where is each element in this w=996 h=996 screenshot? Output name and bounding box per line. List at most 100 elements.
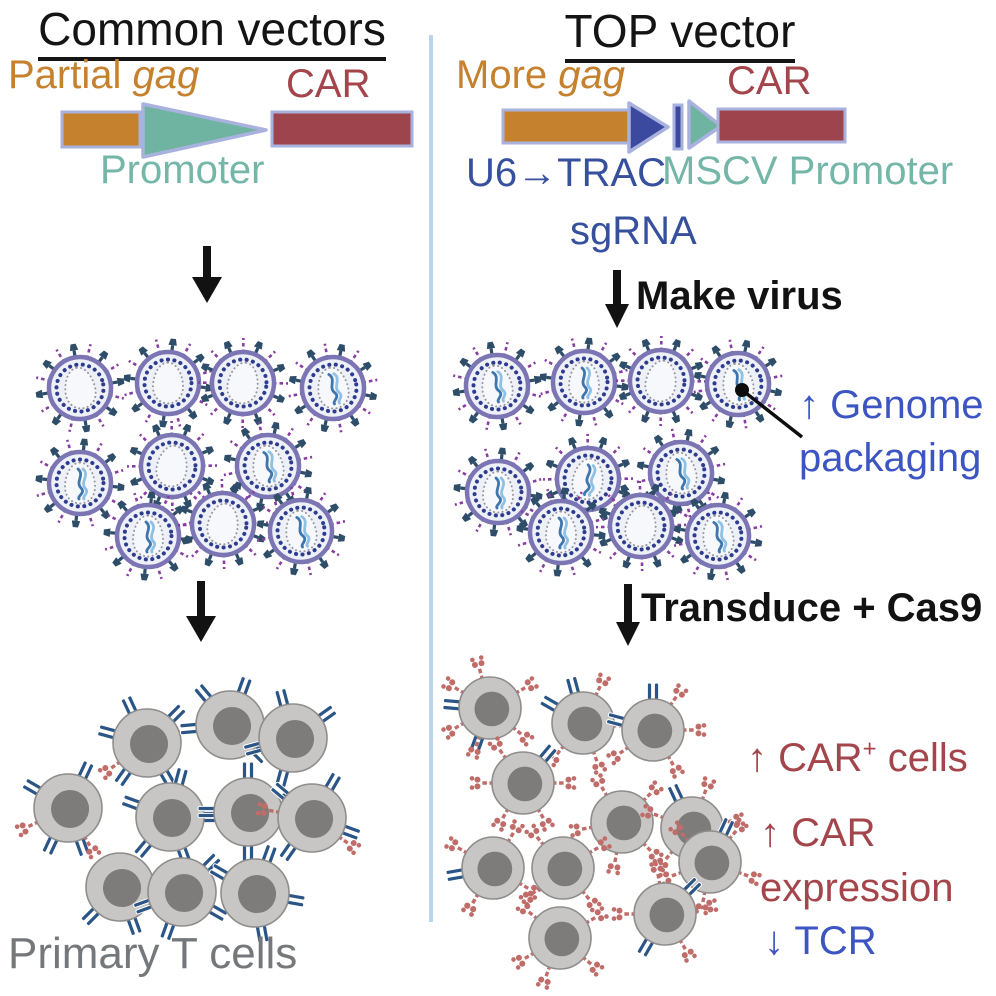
t-cell <box>133 852 229 941</box>
genome-packaging-pointer-line <box>740 388 804 439</box>
virus-particle <box>693 339 783 429</box>
t-cell <box>518 823 612 913</box>
t-cell <box>469 736 577 832</box>
promoter-label: Promoter <box>100 148 265 192</box>
nucleus <box>276 719 315 759</box>
tcr-down-label: ↓ TCR <box>764 919 877 963</box>
tcr-receptor <box>538 743 558 764</box>
virus-particle <box>595 480 687 572</box>
t-cell <box>243 688 338 788</box>
car-expression-label: ↑ CAR expression <box>760 811 954 910</box>
capsid <box>624 504 657 548</box>
rna-genome <box>580 366 588 400</box>
nucleus <box>295 799 334 839</box>
nucleus <box>103 868 142 908</box>
nucleus <box>153 798 192 838</box>
car-receptor <box>611 907 636 921</box>
more-gag-box <box>501 108 631 145</box>
car-positive-cells-label: ↑ CAR+ cells <box>747 735 968 780</box>
make-virus-step-label: Make virus <box>636 274 843 318</box>
rna-genome <box>583 463 592 497</box>
virus-particle <box>126 420 218 512</box>
car-t-cell-cluster <box>441 655 762 990</box>
t-cell <box>606 682 707 779</box>
sgrna-label: sgRNA <box>570 209 697 253</box>
tcr-receptor <box>133 897 153 915</box>
t-cell <box>208 844 306 944</box>
left-heading-text: Common vectors <box>38 3 386 61</box>
sgrna-terminator-bar <box>672 103 684 151</box>
virus-particle <box>516 487 606 577</box>
car-receptor <box>682 723 707 737</box>
primary-t-cell-cluster <box>14 676 362 944</box>
capsid <box>644 359 677 403</box>
nucleus <box>694 845 730 881</box>
nucleus <box>606 805 642 841</box>
rna-genome <box>144 520 152 554</box>
capsid <box>64 366 97 410</box>
car-box-right <box>716 107 847 144</box>
tcr-receptor <box>254 924 270 944</box>
tcr-receptor <box>172 767 189 787</box>
tcr-receptor <box>274 768 291 788</box>
u6-trac-label: U6→TRAC <box>466 151 667 195</box>
more-gag-label: More gag <box>456 53 625 97</box>
t-cell <box>611 860 719 963</box>
nucleus <box>547 851 583 887</box>
capsid <box>151 361 185 405</box>
virus-particle <box>288 343 378 433</box>
t-cell <box>197 761 297 863</box>
virus-particle <box>103 491 193 581</box>
tcr-receptor <box>179 721 198 736</box>
rna-genome <box>295 516 307 549</box>
virus-particle <box>673 491 763 581</box>
rna-genome <box>712 521 724 554</box>
tcr-receptor <box>341 823 361 841</box>
t-cell <box>14 760 103 860</box>
tcr-receptor <box>274 688 291 708</box>
virus-particle <box>256 486 346 576</box>
virus-particle <box>539 337 629 427</box>
capsid <box>226 361 259 405</box>
virus-particle <box>35 343 125 433</box>
t-cell <box>97 695 187 790</box>
nucleus <box>213 706 252 746</box>
t-cell <box>255 771 362 863</box>
nucleus <box>238 874 277 914</box>
nucleus <box>649 897 685 933</box>
right-panel-heading: TOP vector <box>465 5 895 63</box>
tcr-receptor <box>113 766 133 788</box>
rna-genome <box>494 476 502 510</box>
car-label-right: CAR <box>727 59 812 103</box>
nucleus <box>51 789 90 829</box>
common-virus-cluster <box>35 337 378 581</box>
t-cell <box>444 819 542 917</box>
partial-gag-label: Partial gag <box>8 53 200 97</box>
tcr-receptor <box>717 817 735 838</box>
tcr-receptor <box>241 761 255 780</box>
virus-particle <box>177 478 269 570</box>
virus-particle <box>35 438 125 528</box>
tcr-receptor <box>193 683 213 704</box>
down-arrow-icon <box>616 584 640 646</box>
virus-particle <box>615 335 707 427</box>
rna-genome <box>262 451 274 484</box>
tcr-receptor <box>125 916 143 936</box>
mscv-promoter-label: MSCV Promoter <box>662 149 954 193</box>
tcr-receptor <box>442 697 461 712</box>
nucleus <box>477 851 513 887</box>
nucleus <box>474 691 510 727</box>
capsid <box>206 502 239 546</box>
car-receptor <box>552 776 577 790</box>
t-cell <box>441 655 539 760</box>
genome-packaging-label: ↑ Genome packaging <box>799 383 984 480</box>
nucleus <box>637 713 673 749</box>
nucleus <box>165 873 204 913</box>
rna-genome <box>675 458 687 491</box>
genome-packaging-pointer-dot <box>735 383 749 397</box>
rna-genome <box>491 371 503 404</box>
top-virus-cluster <box>452 335 783 581</box>
mscv-promoter-arrow <box>687 99 723 150</box>
nucleus <box>567 706 603 742</box>
